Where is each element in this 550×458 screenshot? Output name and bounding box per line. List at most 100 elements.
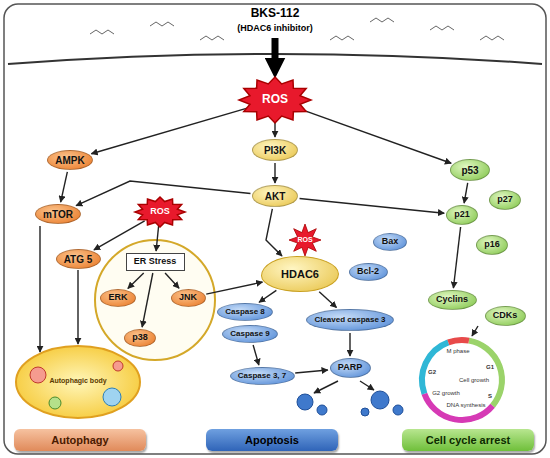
node-text: Cyclins	[436, 295, 468, 305]
outcome-band: Autophagy	[14, 429, 146, 451]
node-text: PARP	[338, 363, 362, 373]
arrow-connector	[94, 221, 145, 250]
node-text: p16	[484, 240, 500, 250]
signal-oval: PI3K	[252, 139, 298, 161]
node-text: AMPK	[55, 155, 84, 166]
drug-molecules	[90, 18, 504, 40]
vesicle	[103, 388, 121, 406]
frame	[4, 4, 546, 454]
node-text: Autophagy	[51, 434, 108, 446]
arrow-connector	[259, 290, 276, 302]
node-text: Caspase 9	[230, 330, 270, 339]
signal-oval: Cleaved caspase 3	[306, 309, 394, 331]
organelle-label: Autophagic body	[49, 377, 106, 385]
arrow-connector	[253, 345, 259, 365]
signal-oval: CDKs	[485, 306, 526, 326]
hdac6-blob: HDAC6	[261, 256, 339, 292]
node-text: ROS	[262, 93, 288, 106]
signal-oval: Caspase 8	[217, 303, 273, 321]
node-text: p21	[454, 210, 470, 220]
node-text: ER Stress	[134, 257, 177, 267]
process-box: ER Stress	[126, 253, 185, 271]
vesicle	[113, 361, 123, 371]
drug-class: (HDAC6 inhibitor)	[237, 24, 313, 34]
er-stress-region	[95, 240, 215, 360]
node-text: mTOR	[43, 209, 73, 220]
arrow	[360, 381, 374, 390]
signal-oval: p27	[489, 190, 521, 210]
signal-oval: mTOR	[35, 204, 81, 224]
star-outline	[135, 197, 185, 227]
arrow-connector	[295, 370, 328, 373]
cell-cycle-wheel	[420, 338, 504, 422]
autophagic-cell	[16, 346, 140, 418]
arrow-connector	[349, 333, 350, 356]
node-text: Caspase 3, 7	[238, 372, 286, 381]
node-text: HDAC6	[281, 268, 319, 280]
node-text: PI3K	[264, 145, 286, 156]
signal-oval: JNK	[171, 289, 206, 307]
signal-oval: AKT	[252, 185, 298, 207]
signal-oval: p38	[124, 329, 156, 347]
signal-oval: Cyclins	[428, 290, 477, 310]
vesicle	[49, 397, 61, 409]
phase-label: M phase	[446, 348, 469, 355]
node-text: Caspase 8	[225, 308, 265, 317]
arrow-connector	[142, 273, 153, 327]
arrow-connector	[464, 183, 468, 203]
arrow-connector	[319, 292, 336, 308]
arrow	[39, 226, 40, 352]
signal-oval: p16	[476, 235, 508, 255]
arrow-connector	[266, 209, 282, 256]
node-text: AKT	[265, 191, 286, 202]
star-outline	[239, 77, 311, 123]
arrow	[472, 326, 478, 336]
signal-oval: Caspase 3, 7	[230, 367, 295, 385]
phase-label: Cell growth	[459, 377, 489, 384]
phase-label: G2 growth	[432, 390, 460, 397]
outcome-band: Cell cycle arrest	[402, 429, 534, 451]
arrow-connector	[61, 172, 68, 202]
arrow-connector	[300, 198, 445, 213]
signal-oval: AMPK	[47, 150, 93, 170]
arrow-connector	[128, 273, 144, 288]
node-text: Cell cycle arrest	[426, 434, 510, 446]
arrow	[314, 381, 338, 393]
node-text: JNK	[179, 293, 197, 303]
phase-label: G1	[486, 364, 494, 371]
signal-oval: Bax	[373, 233, 407, 251]
outcome-band: Apoptosis	[206, 429, 338, 451]
arrow-connector	[91, 108, 247, 154]
arrow-connector	[165, 273, 179, 288]
ros-star: ROS	[239, 77, 311, 123]
signal-oval: ATG 5	[56, 249, 101, 269]
node-text: p38	[132, 333, 148, 343]
phase-label: S	[488, 393, 492, 400]
vesicle	[30, 367, 46, 383]
phase-label: G2	[428, 369, 436, 376]
apoptotic-bodies	[297, 391, 403, 416]
signal-oval: PARP	[330, 358, 371, 378]
node-text: Cleaved caspase 3	[314, 316, 385, 325]
entry-arrow	[272, 38, 279, 68]
cell-cycle-phases	[422, 340, 502, 420]
arrow-connector	[302, 110, 452, 164]
ros-burst	[289, 224, 321, 256]
arrow-connector	[453, 227, 460, 288]
node-text: Bax	[382, 237, 399, 247]
node-text: ATG 5	[64, 254, 93, 265]
phase-label: DNA synthesis	[446, 402, 485, 409]
node-text: p27	[497, 195, 513, 205]
node-text: Apoptosis	[245, 434, 299, 446]
signal-oval: ERK	[100, 289, 136, 307]
node-text: ROS	[150, 207, 170, 217]
node-text: Bcl-2	[357, 267, 379, 277]
node-text: p53	[461, 165, 478, 176]
ros-tag: ROS	[297, 236, 312, 244]
drug-name: BKS-112	[251, 7, 300, 20]
node-text: ERK	[108, 293, 127, 303]
signal-oval: Bcl-2	[349, 263, 388, 281]
ros-star: ROS	[135, 197, 185, 227]
